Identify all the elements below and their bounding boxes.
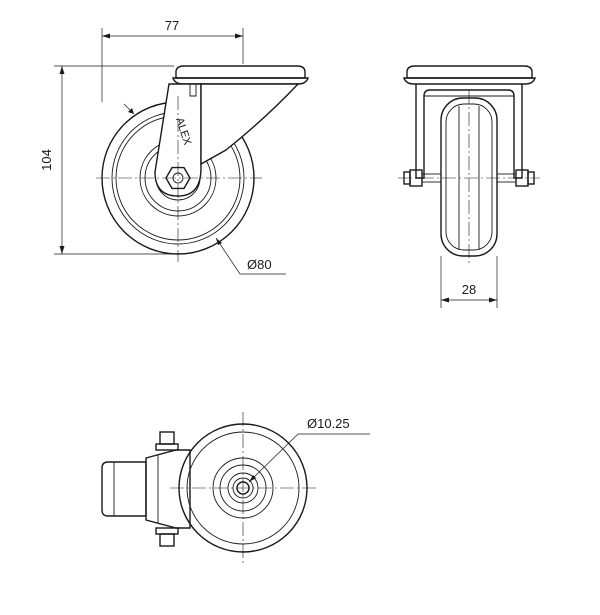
top-plate — [172, 65, 309, 85]
dimension-wheel-diameter: Ø80 — [215, 237, 286, 275]
dimension-height-label: 104 — [39, 149, 54, 171]
fork — [154, 83, 300, 197]
top-view-plate — [101, 461, 147, 517]
side-view: ALEX — [96, 65, 309, 262]
dimension-wheel-diameter-label: Ø80 — [247, 257, 272, 272]
top-bolt-upper — [159, 431, 175, 445]
dimension-width-label: 77 — [165, 18, 179, 33]
top-view — [101, 412, 318, 564]
front-top-plate — [406, 65, 533, 79]
dimension-wheel-width: 28 — [440, 256, 498, 308]
dimension-wheel-width-label: 28 — [462, 282, 476, 297]
dimension-height: 104 — [39, 65, 178, 255]
dimension-width: 77 — [101, 18, 244, 102]
front-view — [398, 65, 540, 264]
dimension-axle-diameter: Ø10.25 — [248, 416, 370, 483]
dimension-axle-diameter-label: Ø10.25 — [307, 416, 350, 431]
top-bolt-lower — [159, 533, 175, 547]
